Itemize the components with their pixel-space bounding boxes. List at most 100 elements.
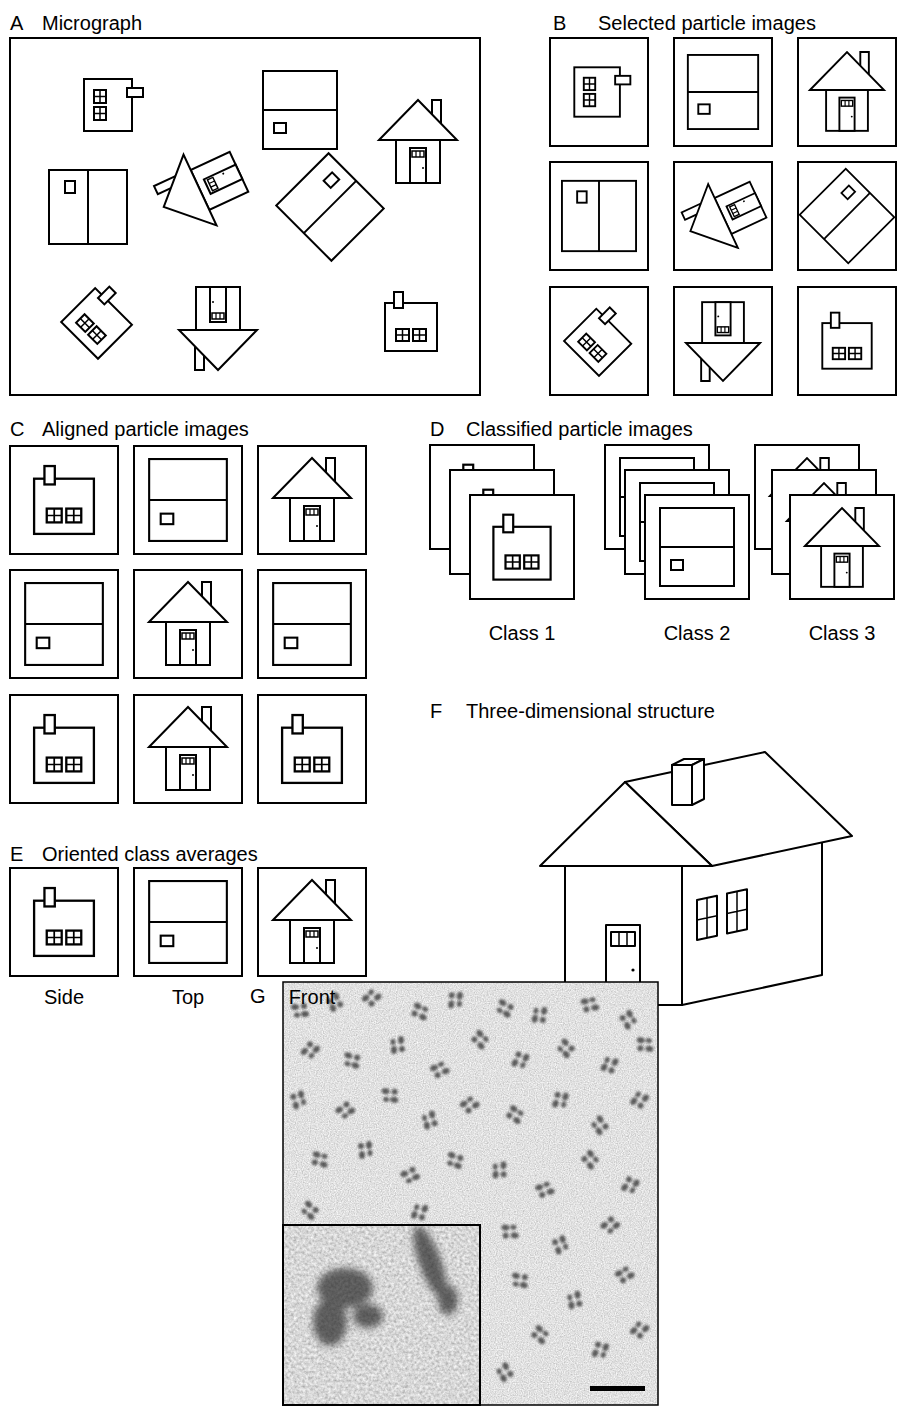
particle-side	[34, 888, 94, 956]
class-stacks	[430, 445, 894, 599]
inset-particle	[313, 1298, 347, 1346]
particle-blobs	[567, 1290, 583, 1309]
panel-letter: G	[250, 985, 266, 1007]
particle-blobs	[290, 1090, 307, 1110]
particle-blobs	[380, 1087, 400, 1104]
particle-blobs	[309, 1150, 331, 1170]
view-label: Side	[44, 986, 84, 1008]
chimney-front	[672, 765, 692, 805]
particle-front	[676, 168, 773, 263]
particle-top	[149, 459, 227, 541]
door-window	[611, 932, 635, 946]
particle-front	[805, 508, 879, 587]
aligned-particles	[10, 446, 366, 803]
particle-box	[645, 495, 749, 599]
particle-blobs	[628, 1088, 651, 1111]
panel-letter: A	[10, 12, 23, 34]
particle-top	[25, 583, 103, 665]
particle-box	[134, 695, 242, 803]
particle-blobs	[589, 1114, 611, 1137]
panel-title: Oriented class averages	[42, 843, 258, 865]
house-3d	[540, 752, 852, 1005]
inset-particle	[313, 1225, 458, 1346]
particle-blobs	[599, 1053, 621, 1076]
particle-blobs	[360, 986, 383, 1009]
particle-box	[674, 162, 772, 270]
particle-blobs	[469, 1028, 492, 1051]
class-label: Class 1	[489, 622, 556, 644]
particle-side	[822, 313, 871, 369]
particle-blobs	[341, 1050, 363, 1070]
particle-top	[688, 55, 758, 129]
micrograph-frame	[10, 38, 480, 395]
particle-blobs	[530, 1004, 549, 1025]
em-micrograph	[283, 982, 658, 1405]
particle-blobs	[590, 1339, 611, 1361]
particle-blobs	[421, 1110, 438, 1130]
particle-front	[810, 52, 884, 131]
class-label: Class 2	[664, 622, 731, 644]
particle-side	[385, 292, 437, 351]
particle-blobs	[500, 1224, 519, 1240]
particle-box	[798, 287, 896, 395]
particle-box	[674, 38, 772, 146]
view-label: Front	[289, 986, 336, 1008]
particle-blobs	[635, 1036, 655, 1053]
particle-box	[258, 695, 366, 803]
particle-top	[562, 181, 636, 251]
particle-front	[179, 287, 257, 370]
panel-letter: D	[430, 418, 444, 440]
particle-side	[282, 715, 342, 783]
particle-side	[493, 515, 550, 580]
particle-box	[470, 495, 574, 599]
particle-blobs	[504, 1103, 527, 1126]
chimney-side	[692, 759, 704, 805]
particle-blobs	[614, 1264, 636, 1285]
particle-blobs	[579, 1148, 601, 1171]
particle-box	[790, 495, 894, 599]
micrograph-panel	[10, 38, 480, 395]
particle-top	[276, 153, 383, 260]
scale-bar	[590, 1386, 645, 1391]
inset-frame	[283, 1225, 480, 1405]
panel-title: Classified particle images	[466, 418, 693, 440]
particle-side	[34, 715, 94, 783]
particle-blobs	[534, 1180, 555, 1199]
particle-box	[10, 570, 118, 678]
particle-top	[49, 170, 127, 244]
particle-box	[258, 446, 366, 554]
particle-blobs	[599, 1214, 622, 1236]
particle-blobs	[550, 1089, 570, 1111]
window-cross	[697, 898, 717, 938]
micrograph-frame	[283, 982, 658, 1405]
particle-blobs	[628, 1318, 651, 1341]
view-label: Top	[172, 986, 204, 1008]
particle-box	[550, 38, 648, 146]
particle-box	[674, 287, 772, 395]
particle-box	[10, 695, 118, 803]
particle-box	[258, 570, 366, 678]
particle-blobs	[554, 1037, 577, 1060]
particle-side	[34, 466, 94, 534]
panel-title: Aligned particle images	[42, 418, 249, 440]
particle-box	[134, 446, 242, 554]
door-window-bars	[619, 932, 627, 946]
panel-letter: B	[553, 12, 566, 34]
selected-particles	[550, 38, 896, 395]
particle-blobs	[399, 1165, 421, 1185]
particle-blobs	[447, 990, 464, 1010]
panel-letter: E	[10, 843, 23, 865]
particle-box	[798, 162, 896, 270]
particle-front	[147, 136, 255, 242]
particle-blobs	[298, 1199, 321, 1222]
particle-side	[564, 301, 639, 376]
particle-front	[149, 582, 227, 665]
inset-noise	[283, 1225, 480, 1405]
particle-blobs	[619, 1174, 641, 1197]
particle-front	[273, 458, 351, 541]
panel-letter: F	[430, 700, 442, 722]
particle-top	[660, 508, 734, 586]
particle-box	[798, 38, 896, 146]
average-box	[134, 868, 242, 976]
panel-letter: C	[10, 418, 24, 440]
